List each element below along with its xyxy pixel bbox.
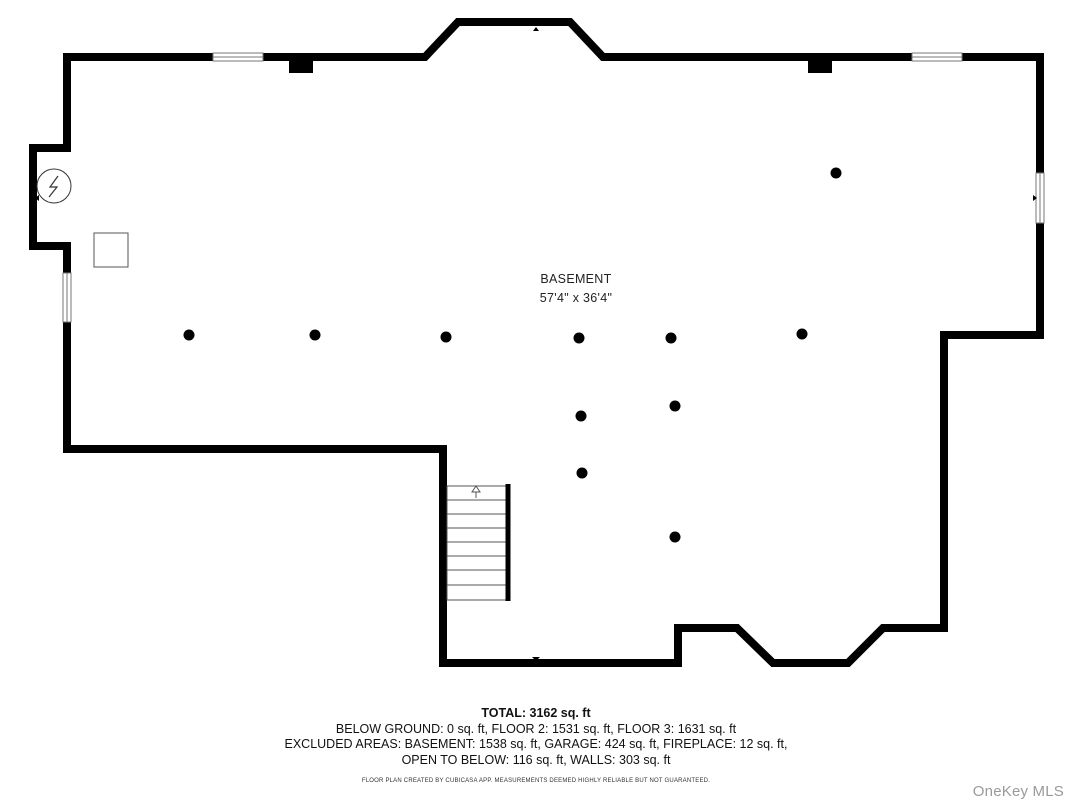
- exterior-wall: [29, 18, 1044, 667]
- area-breakdown-floors: BELOW GROUND: 0 sq. ft, FLOOR 2: 1531 sq…: [335, 721, 737, 736]
- support-column: [576, 467, 588, 479]
- room-name: BASEMENT: [540, 272, 612, 286]
- opening-marker-top: [533, 27, 539, 31]
- support-column: [796, 328, 808, 340]
- total-area: TOTAL: 3162 sq. ft: [481, 706, 591, 720]
- opening-marker-bottom: [532, 657, 540, 661]
- floor-plan: [29, 18, 1045, 667]
- support-column: [665, 332, 677, 344]
- window-top-right: [911, 52, 963, 62]
- support-columns: [183, 167, 842, 543]
- disclaimer: FLOOR PLAN CREATED BY CUBICASA APP. MEAS…: [361, 778, 711, 784]
- support-column: [440, 331, 452, 343]
- opening-marker-right: [1033, 195, 1037, 201]
- opening-marker-left: [35, 195, 39, 201]
- support-column: [573, 332, 585, 344]
- area-breakdown-excluded: EXCLUDED AREAS: BASEMENT: 1538 sq. ft, G…: [284, 737, 788, 751]
- support-column: [669, 531, 681, 543]
- support-column: [830, 167, 842, 179]
- electrical-panel-icon: [36, 168, 72, 204]
- wall-column-left: [289, 57, 313, 73]
- window-right: [1035, 172, 1045, 224]
- area-breakdown-open-walls: OPEN TO BELOW: 116 sq. ft, WALLS: 303 sq…: [401, 752, 671, 767]
- support-column: [575, 410, 587, 422]
- support-column: [183, 329, 195, 341]
- staircase: [446, 484, 511, 601]
- room-dimensions: 57'4" x 36'4": [539, 291, 613, 305]
- support-column: [309, 329, 321, 341]
- window-left: [62, 272, 72, 323]
- support-column: [669, 400, 681, 412]
- square-fixture: [93, 232, 129, 268]
- stairs-up-arrow-icon: [471, 485, 481, 498]
- watermark: OneKey MLS: [972, 783, 1064, 800]
- window-top-left: [212, 52, 264, 62]
- wall-column-right: [808, 57, 832, 73]
